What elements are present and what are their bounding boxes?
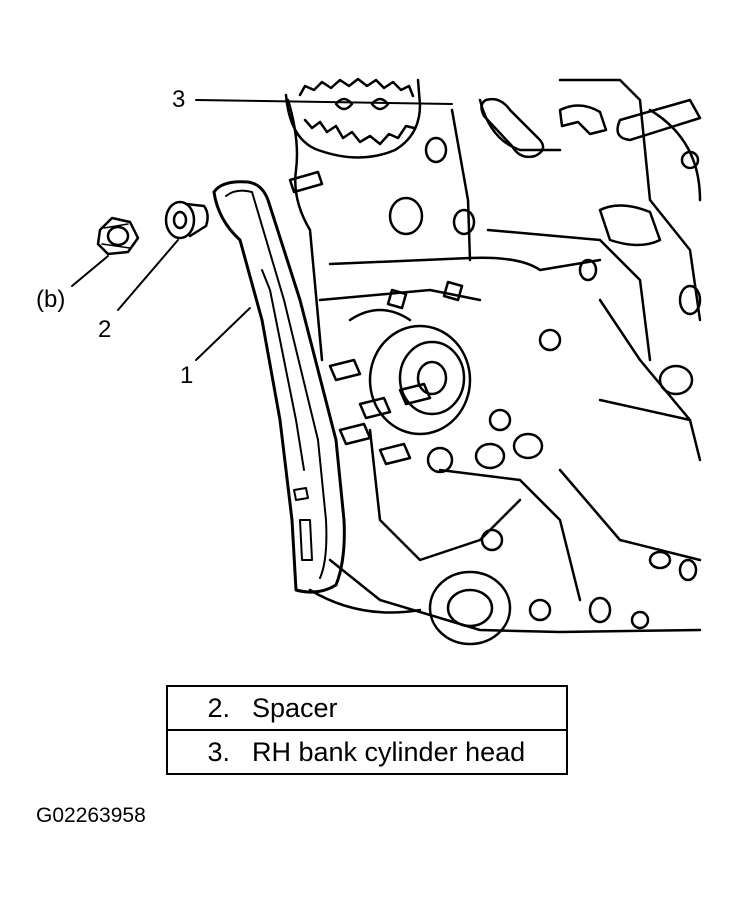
camshaft-sprocket [284, 77, 422, 159]
legend-label: RH bank cylinder head [252, 736, 526, 767]
chain-guide [212, 180, 346, 594]
legend-row: 2. Spacer [166, 685, 568, 731]
legend-row: 3. RH bank cylinder head [166, 729, 568, 775]
figure-code: G02263958 [36, 804, 146, 827]
legend-label: Spacer [252, 692, 338, 723]
callout-2: 2 [98, 316, 112, 343]
callout-1: 1 [180, 362, 194, 389]
callout-b: (b) [36, 286, 66, 313]
legend-number: 2. [207, 692, 230, 723]
hoses [480, 97, 702, 247]
pump-hub [328, 280, 544, 470]
stud [288, 170, 324, 194]
spacer [164, 200, 209, 240]
bosses [388, 136, 702, 646]
callout-3: 3 [172, 86, 186, 113]
engine-chain-guide-diagram [71, 77, 702, 646]
nut [96, 216, 140, 256]
legend-table: 2. Spacer 3. RH bank cylinder head [166, 685, 568, 775]
leader-lines [71, 99, 453, 361]
legend-number: 3. [207, 736, 230, 767]
